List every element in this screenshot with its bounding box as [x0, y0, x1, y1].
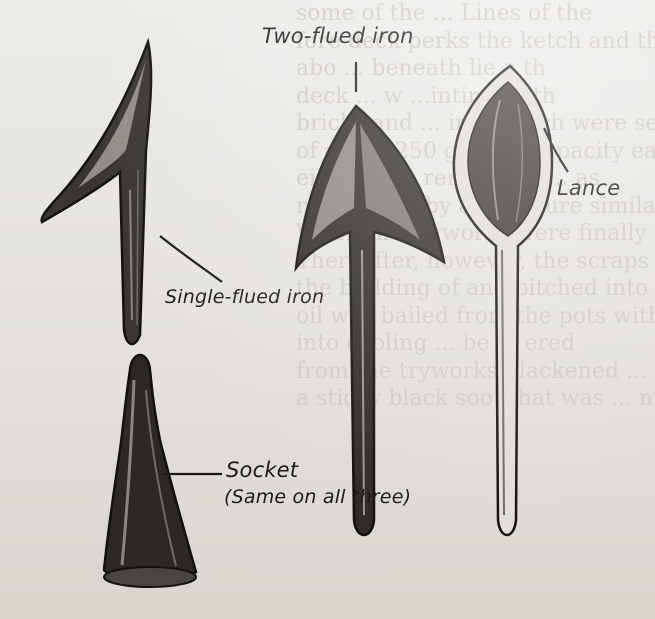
single-flued-iron-drawing	[42, 42, 151, 344]
socket-drawing	[104, 355, 196, 587]
two-flued-iron-drawing	[296, 106, 444, 535]
lance-label: Lance	[557, 176, 620, 200]
lance-drawing	[454, 66, 552, 535]
single-flued-leader	[160, 236, 222, 282]
single-flued-iron-label: Single-flued iron	[165, 286, 324, 308]
two-flued-iron-label: Two-flued iron	[262, 24, 414, 48]
socket-note-label: (Same on all three)	[224, 486, 411, 508]
socket-label: Socket	[226, 458, 298, 482]
